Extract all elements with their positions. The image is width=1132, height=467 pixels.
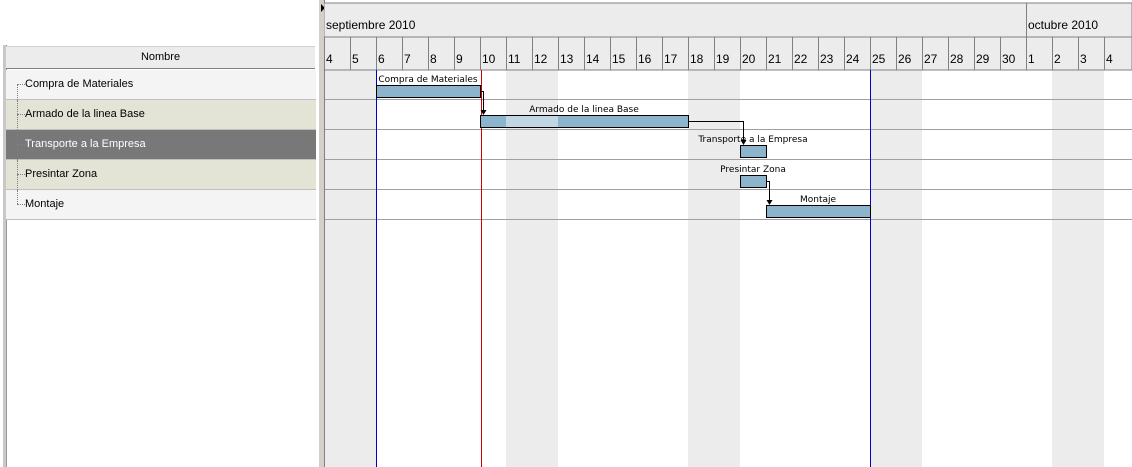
weekend-column <box>506 70 532 467</box>
day-label: 29 <box>976 52 990 66</box>
grid-left-border <box>3 45 7 467</box>
weekend-column <box>870 70 896 467</box>
day-label: 5 <box>352 52 359 66</box>
weekend-column <box>1052 70 1078 467</box>
tree-connector <box>17 84 25 85</box>
task-row[interactable]: Presintar Zona <box>6 160 316 190</box>
task-row[interactable]: Transporte a la Empresa <box>6 130 316 160</box>
day-label: 30 <box>1002 52 1016 66</box>
weekend-column <box>896 70 922 467</box>
task-bar[interactable] <box>740 145 767 158</box>
day-label: 9 <box>456 52 463 66</box>
task-bar[interactable] <box>766 205 871 218</box>
day-label: 1 <box>1028 52 1035 66</box>
weekend-column <box>714 70 740 467</box>
day-label: 3 <box>1080 52 1087 66</box>
weekend-column <box>688 70 714 467</box>
day-label: 28 <box>950 52 964 66</box>
day-label: 12 <box>534 52 548 66</box>
day-label: 25 <box>872 52 886 66</box>
task-row[interactable]: Armado de la linea Base <box>6 100 316 130</box>
tree-connector <box>17 114 25 115</box>
dependency-line <box>480 91 484 111</box>
task-bar-label: Compra de Materiales <box>378 75 478 85</box>
dependency-line <box>766 181 770 201</box>
day-label: 23 <box>820 52 834 66</box>
day-label: 26 <box>898 52 912 66</box>
tree-connector <box>17 204 25 205</box>
day-label: 17 <box>664 52 678 66</box>
weekend-column <box>324 70 350 467</box>
tree-connector <box>17 144 25 145</box>
dependency-arrow-icon <box>480 110 487 115</box>
task-bar[interactable] <box>376 85 481 98</box>
day-label: 14 <box>586 52 600 66</box>
tree-connector <box>17 100 18 130</box>
dependency-arrow-icon <box>766 200 773 205</box>
task-bar-label: Armado de la linea Base <box>529 105 639 115</box>
day-label: 24 <box>846 52 860 66</box>
day-label: 4 <box>1106 52 1113 66</box>
day-label: 21 <box>768 52 782 66</box>
day-label: 22 <box>794 52 808 66</box>
task-bar-label: Transporte a la Empresa <box>697 135 807 145</box>
day-label: 11 <box>508 52 521 66</box>
task-name: Montaje <box>25 198 65 210</box>
day-label: 4 <box>326 52 333 66</box>
day-label: 19 <box>716 52 730 66</box>
task-bar-label: Presintar Zona <box>720 165 786 175</box>
tree-connector <box>17 160 18 190</box>
task-name: Presintar Zona <box>25 168 98 180</box>
weekend-column <box>1078 70 1104 467</box>
tree-connector <box>17 190 18 204</box>
day-label: 27 <box>924 52 938 66</box>
task-row[interactable]: Montaje <box>6 190 316 220</box>
tree-connector <box>17 130 18 160</box>
task-row[interactable]: Compra de Materiales <box>6 70 316 100</box>
dependency-arrow-icon <box>740 140 747 145</box>
tree-connector <box>17 84 18 100</box>
day-label: 8 <box>430 52 437 66</box>
day-label: 10 <box>482 52 496 66</box>
bar-highlight <box>506 116 558 127</box>
task-name: Compra de Materiales <box>25 78 134 90</box>
day-label: 15 <box>612 52 626 66</box>
day-header <box>324 36 1132 71</box>
task-bar-label: Montaje <box>800 195 837 205</box>
dependency-line <box>688 121 744 141</box>
month-label: septiembre 2010 <box>326 18 416 32</box>
month-label: octubre 2010 <box>1028 18 1098 32</box>
month-header <box>324 2 1132 38</box>
day-label: 2 <box>1054 52 1061 66</box>
tree-connector <box>17 174 25 175</box>
collapse-arrow-icon[interactable] <box>321 4 325 12</box>
task-name: Armado de la linea Base <box>25 108 145 120</box>
day-label: 18 <box>690 52 704 66</box>
day-label: 13 <box>560 52 574 66</box>
weekend-column <box>532 70 558 467</box>
day-label: 20 <box>742 52 756 66</box>
column-header-name[interactable]: Nombre <box>6 46 315 69</box>
task-bar[interactable] <box>740 175 767 188</box>
weekend-column <box>350 70 376 467</box>
day-label: 6 <box>378 52 385 66</box>
day-label: 16 <box>638 52 652 66</box>
task-name: Transporte a la Empresa <box>25 138 146 150</box>
day-label: 7 <box>404 52 411 66</box>
